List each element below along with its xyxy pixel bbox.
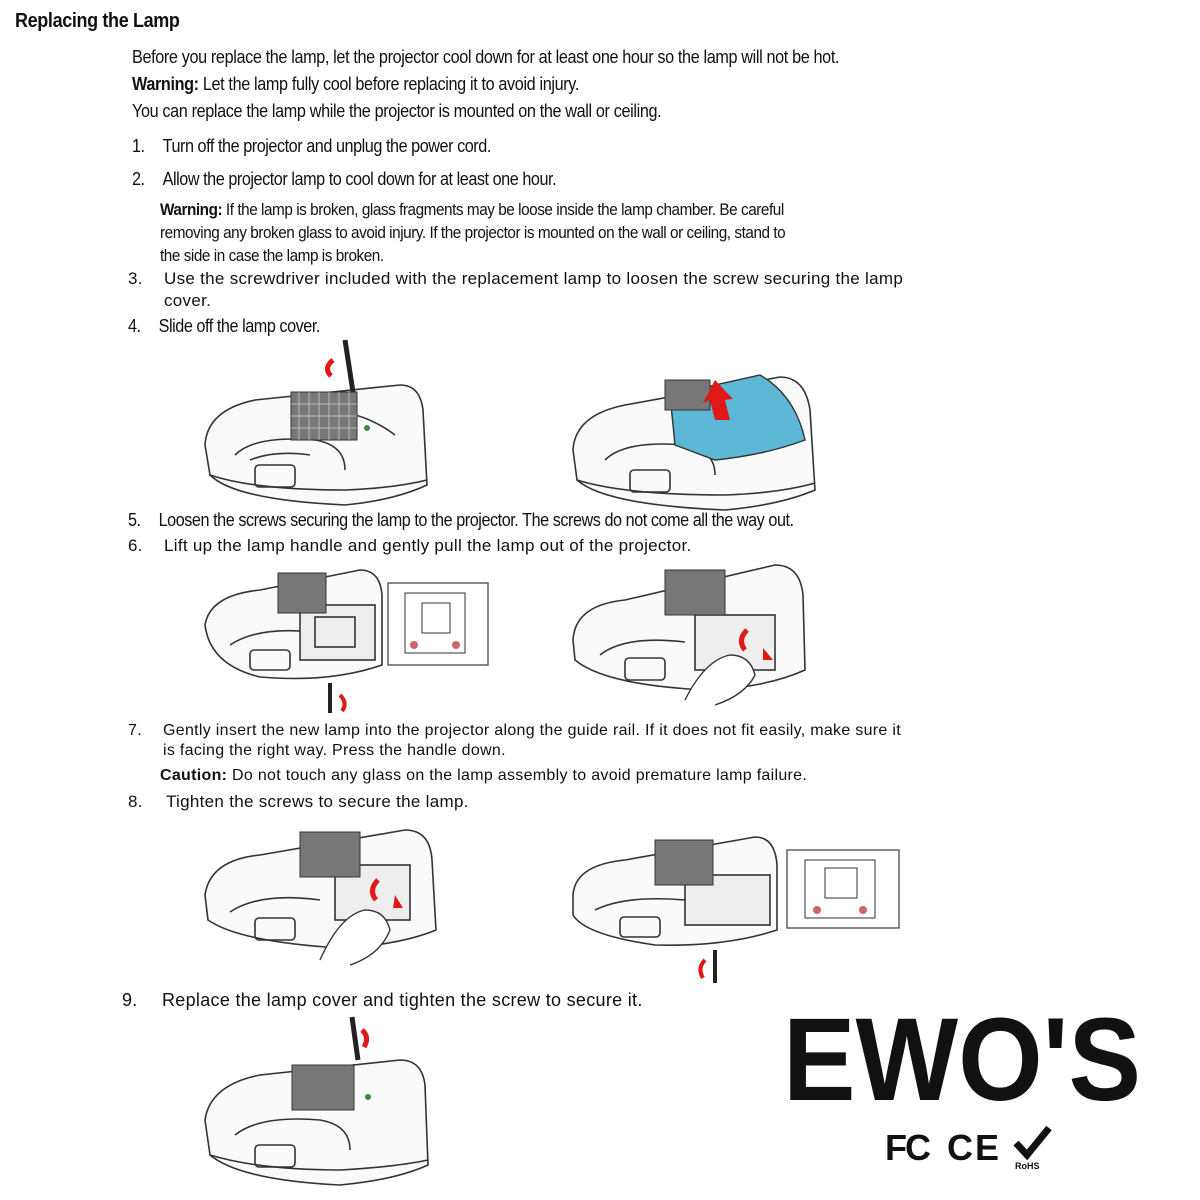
step-number: 5.	[128, 510, 141, 530]
step-text: Slide off the lamp cover.	[158, 316, 321, 336]
fcc-mark: FC	[885, 1127, 931, 1168]
rohs-mark: RoHS	[1015, 1161, 1040, 1171]
step-number: 1.	[132, 136, 145, 156]
up-arrow-icon	[393, 895, 403, 908]
page-title: Replacing the Lamp	[15, 10, 180, 32]
step-text: Gently insert the new lamp into the proj…	[163, 722, 901, 739]
rotate-arrow-icon	[739, 628, 749, 652]
brand-logo: EWO'S	[783, 994, 1141, 1126]
step-8: 8. Tighten the screws to secure the lamp…	[128, 792, 828, 816]
step-7-caution: Caution: Do not touch any glass on the l…	[160, 767, 807, 785]
lamp-module-inset	[387, 582, 489, 666]
ce-mark: CE	[947, 1127, 1002, 1168]
rotate-arrow-icon	[325, 358, 335, 378]
step-4: 4. Slide off the lamp cover.	[128, 316, 668, 340]
intro-line-1: Before you replace the lamp, let the pro…	[132, 47, 840, 67]
step-text-continued: is facing the right way. Press the handl…	[163, 742, 506, 759]
step-text: Tighten the screws to secure the lamp.	[166, 792, 469, 811]
warning-label: Warning:	[132, 74, 199, 94]
warning-text: Let the lamp fully cool before replacing…	[198, 74, 579, 94]
projector-illustration	[572, 836, 900, 983]
projector-illustration	[204, 569, 489, 713]
step-6: 6. Lift up the lamp handle and gently pu…	[128, 536, 1028, 560]
caution-text: Do not touch any glass on the lamp assem…	[227, 767, 808, 784]
rotate-arrow-icon	[360, 1028, 370, 1049]
step-text: Loosen the screws securing the lamp to t…	[158, 510, 794, 530]
warning-line-3: the side in case the lamp is broken.	[160, 246, 384, 265]
step-3: 3. Use the screwdriver included with the…	[128, 269, 1128, 317]
rotate-arrow-icon	[370, 878, 380, 902]
projector-illustration	[204, 1016, 429, 1186]
certification-marks: FC CE RoHS	[885, 1125, 1065, 1175]
step-5: 5. Loosen the screws securing the lamp t…	[128, 510, 938, 534]
step-number: 3.	[128, 269, 143, 288]
rotate-arrow-icon	[338, 693, 347, 713]
step-number: 6.	[128, 536, 143, 555]
step-number: 4.	[128, 316, 141, 336]
step-number: 7.	[128, 722, 142, 739]
step-2: 2. Allow the projector lamp to cool down…	[132, 169, 942, 193]
lamp-module-inset	[786, 849, 900, 929]
projector-illustration	[204, 339, 428, 506]
step-1: 1. Turn off the projector and unplug the…	[132, 136, 942, 160]
projector-illustration	[572, 374, 816, 511]
intro-line-3: You can replace the lamp while the proje…	[132, 101, 662, 121]
brand-logo-text: EWO'S	[783, 994, 1141, 1126]
step-2-warning: Warning: If the lamp is broken, glass fr…	[160, 198, 786, 267]
projector-illustration	[572, 564, 806, 706]
hand-icon	[684, 654, 756, 706]
screwdriver-icon	[349, 1016, 361, 1061]
step-number: 2.	[132, 169, 145, 189]
intro-warning: Warning: Let the lamp fully cool before …	[132, 74, 579, 95]
caution-label: Caution:	[160, 767, 228, 784]
up-arrow-icon	[763, 648, 773, 660]
step-text-continued: cover.	[164, 291, 212, 310]
vent-grille	[290, 391, 358, 441]
warning-label: Warning:	[160, 200, 223, 219]
step-9: 9. Replace the lamp cover and tighten th…	[122, 990, 822, 1014]
step-7: 7. Gently insert the new lamp into the p…	[128, 722, 1128, 768]
projector-illustration	[204, 829, 437, 966]
step-text: Turn off the projector and unplug the po…	[162, 136, 492, 156]
step-text: Use the screwdriver included with the re…	[164, 269, 904, 288]
screwdriver-icon	[342, 339, 370, 431]
step-number: 9.	[122, 990, 138, 1010]
step-text: Lift up the lamp handle and gently pull …	[164, 536, 692, 555]
warning-line-1: If the lamp is broken, glass fragments m…	[222, 200, 784, 219]
hand-icon	[319, 909, 391, 966]
checkmark-icon	[1013, 1125, 1052, 1161]
step-text: Replace the lamp cover and tighten the s…	[162, 990, 643, 1010]
up-arrow-icon	[703, 380, 733, 420]
step-text: Allow the projector lamp to cool down fo…	[162, 169, 557, 189]
warning-line-2: removing any broken glass to avoid injur…	[160, 223, 786, 242]
rotate-arrow-icon	[698, 958, 707, 980]
step-number: 8.	[128, 792, 143, 811]
